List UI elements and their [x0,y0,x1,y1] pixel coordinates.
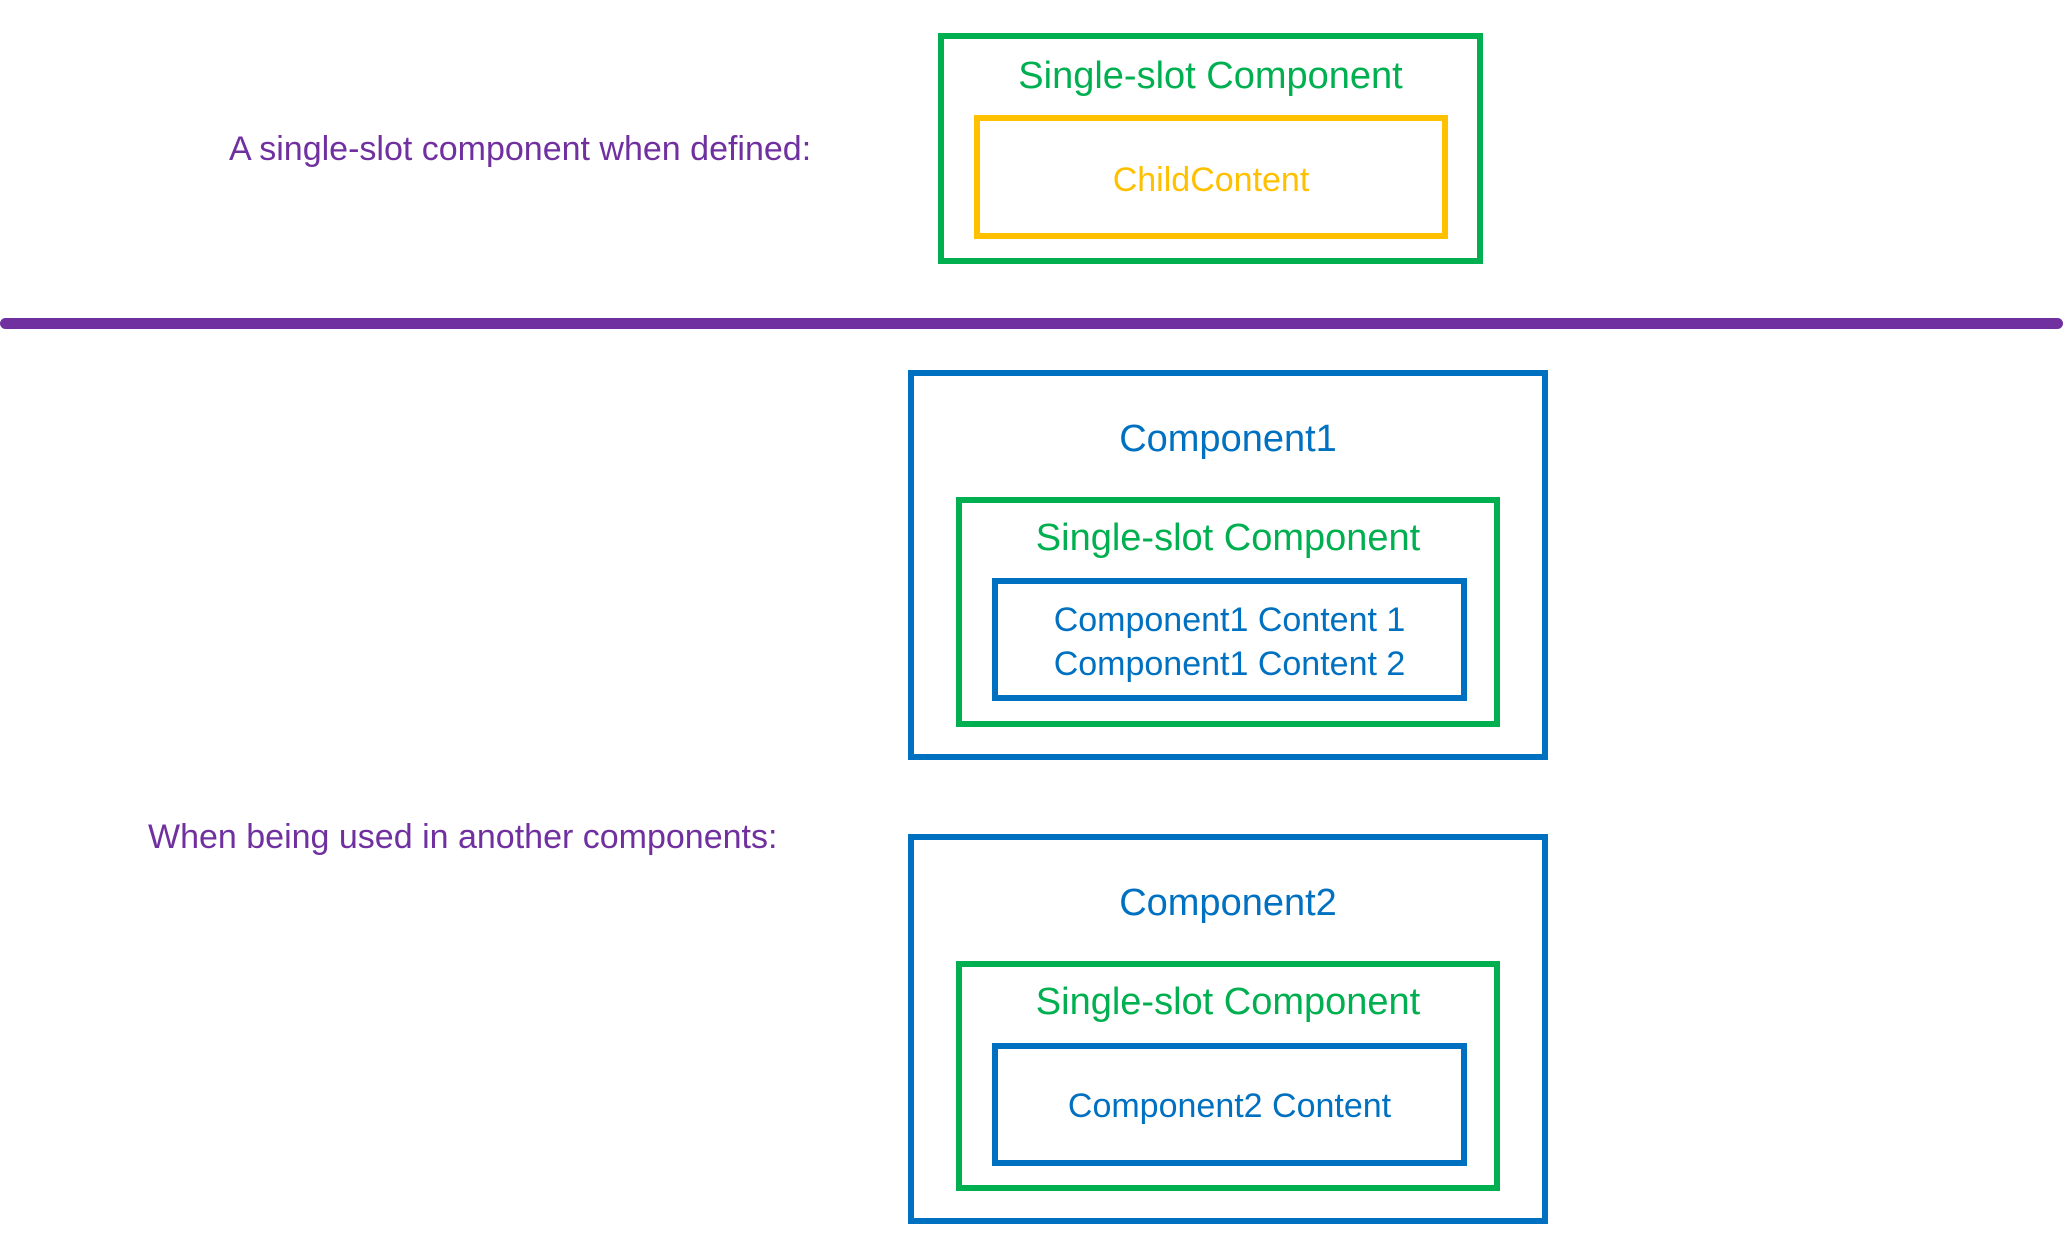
child-content-label: ChildContent [1112,161,1310,199]
single-slot-component-title: Single-slot Component [1035,981,1421,1023]
component1-content-line-1: Component1 Content 1 [1053,601,1406,639]
component1-box: Component1 [908,370,1548,760]
section-divider [0,318,2063,329]
component2-content-box: Component2 Content [992,1043,1467,1166]
component2-single-slot-box: Single-slot Component [956,961,1500,1191]
caption-definition: A single-slot component when defined: [229,130,812,168]
single-slot-component-definition-box: Single-slot Component [938,33,1483,264]
component2-box: Component2 [908,834,1548,1224]
component1-content-box: Component1 Content 1 Component1 Content … [992,578,1467,701]
component1-title: Component1 [1119,418,1337,460]
component1-content-line-2: Component1 Content 2 [1053,645,1406,683]
single-slot-component-title: Single-slot Component [1035,517,1421,559]
single-slot-component-title: Single-slot Component [1018,55,1403,97]
child-content-box: ChildContent [974,115,1448,239]
component2-title: Component2 [1119,882,1337,924]
component2-content-label: Component2 Content [1067,1087,1392,1125]
caption-usage: When being used in another components: [148,818,778,856]
component1-content-lines: Component1 Content 1 Component1 Content … [998,598,1461,686]
component1-single-slot-box: Single-slot Component [956,497,1500,727]
